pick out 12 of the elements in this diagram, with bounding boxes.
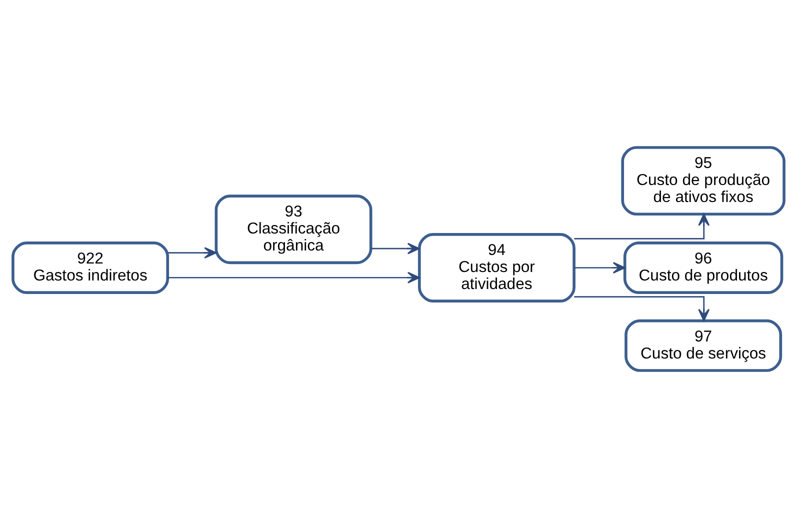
- node-box: 96 Custo de produtos: [623, 242, 784, 294]
- arrow: [168, 247, 217, 259]
- node-box: 94 Custos por atividades: [418, 233, 576, 302]
- arrow: [574, 262, 626, 274]
- arrow: [574, 296, 710, 322]
- node-box: 97 Custo de serviços: [624, 319, 782, 372]
- arrow: [370, 242, 420, 254]
- arrow: [574, 213, 710, 240]
- node-box: 93 Classificação orgânica: [214, 194, 372, 264]
- arrow: [168, 272, 420, 284]
- node-box: 95 Custo de produção de ativos fixos: [621, 146, 786, 216]
- node-box: 922 Gastos indiretos: [12, 242, 170, 294]
